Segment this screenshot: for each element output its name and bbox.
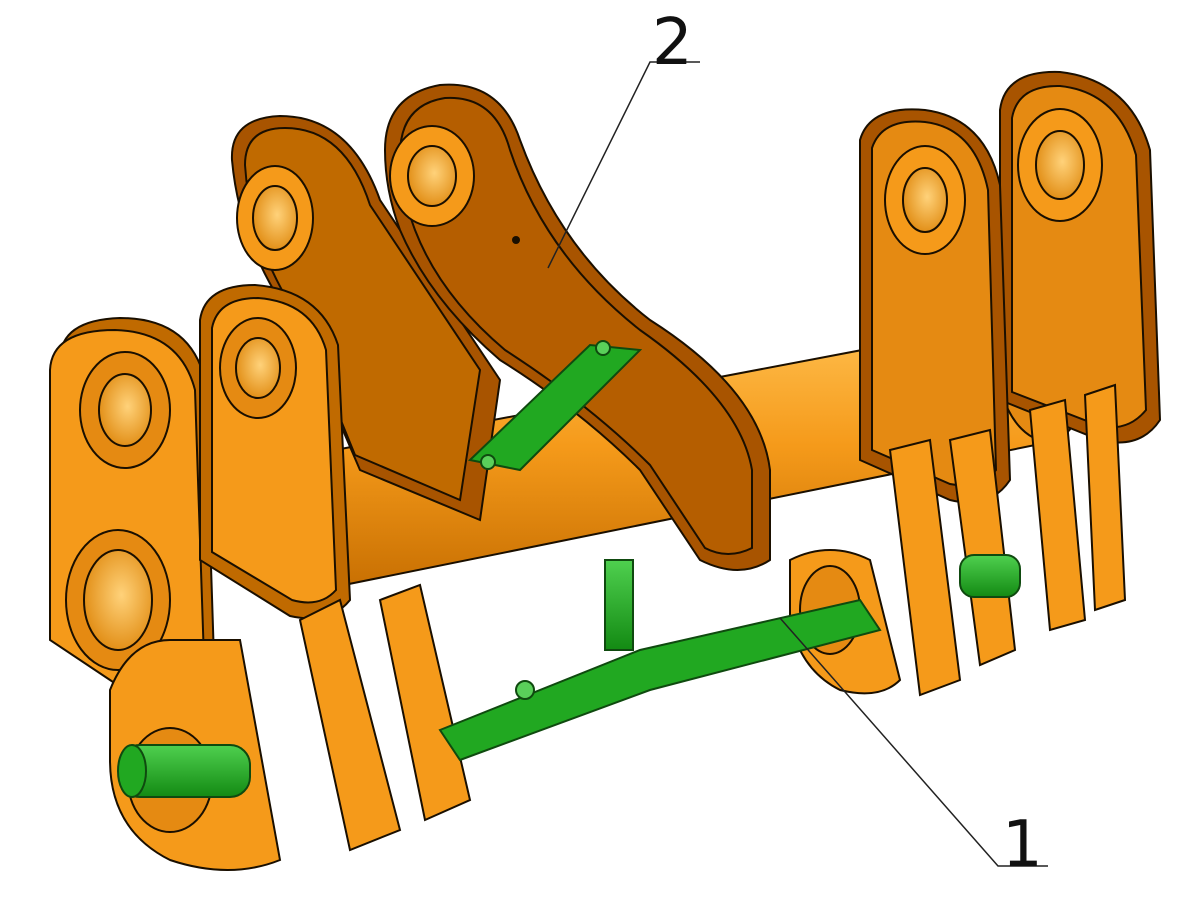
callout-2: 2 bbox=[652, 6, 693, 80]
front-left-plates bbox=[49, 283, 352, 714]
callout-1: 1 bbox=[1002, 808, 1043, 882]
leader-line-1 bbox=[779, 617, 1048, 867]
locking-linkage bbox=[117, 340, 1021, 798]
rear-right-plates bbox=[859, 70, 1162, 504]
leader-lines bbox=[547, 61, 1048, 867]
rear-left-plate bbox=[230, 114, 502, 522]
center-link-plate bbox=[383, 83, 771, 571]
leader-line-2 bbox=[547, 61, 700, 269]
